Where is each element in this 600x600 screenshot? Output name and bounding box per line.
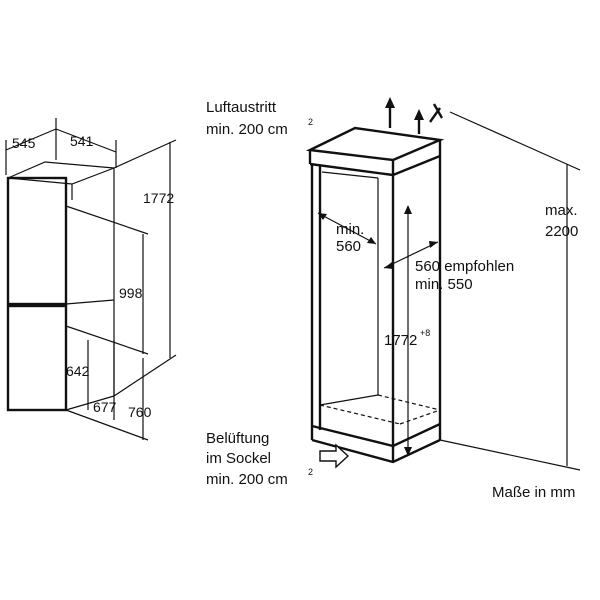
niche-base-back-left <box>319 394 379 406</box>
fridge-side-bottom-edge <box>65 395 115 411</box>
depth-body-dim-line <box>55 128 117 153</box>
depth-total-label: 545 <box>12 135 36 151</box>
height-lower-label: 677 <box>93 399 117 415</box>
height-base-label: 760 <box>128 404 152 420</box>
height-upper-label: 998 <box>119 285 143 301</box>
height-base-ext <box>65 409 149 441</box>
height-max-label-line1: max. <box>545 202 578 219</box>
height-max-ext-top <box>449 111 581 171</box>
fridge-top-face <box>7 161 115 185</box>
vent-label-line1: Belüftung <box>206 430 269 447</box>
air-outlet-label-line2: min. 200 cm <box>206 121 288 138</box>
depth-min-label-line2: 560 <box>336 238 361 255</box>
depth-body-label: 541 <box>70 133 94 149</box>
fridge-drawing: 545 541 1772 998 642 677 760 <box>5 118 177 441</box>
depth-min-label-line1: min. <box>336 221 364 238</box>
air-outlet-arrow-icon <box>385 97 444 134</box>
niche-top-face <box>305 126 445 162</box>
height-lower-door-label: 642 <box>66 363 90 379</box>
niche-base-dashed-2 <box>319 404 401 425</box>
height-min-label: 1772 <box>384 332 417 349</box>
height-upper-ext-top <box>65 205 149 235</box>
height-total-label: 1772 <box>143 190 174 206</box>
air-outlet-label-line1: Luftaustritt <box>206 99 277 116</box>
vent-label-sup: 2 <box>308 467 313 477</box>
fridge-lower-door <box>6 304 68 412</box>
height-upper-ext-bottom <box>65 325 149 355</box>
niche-base-dashed-3 <box>399 409 441 425</box>
vent-label-line3: min. 200 cm <box>206 471 288 488</box>
height-total-ext-bottom <box>113 354 177 397</box>
height-max-label-line2: 2200 <box>545 223 578 240</box>
niche-base-top <box>311 422 441 448</box>
air-outlet-label-sup: 2 <box>308 117 313 127</box>
niche-inner-top-edge <box>321 171 379 179</box>
fridge-door-gap <box>65 299 115 305</box>
units-note: Maße in mm <box>492 484 575 501</box>
height-min-tolerance: +8 <box>420 328 430 338</box>
niche-top-front-bottom <box>309 162 394 177</box>
height-total-ext-top <box>113 139 177 169</box>
depth-rec-label-line2: min. 550 <box>415 276 473 293</box>
depth-rec-dim-line <box>383 241 439 269</box>
depth-rec-label-line1: 560 empfohlen <box>415 258 514 275</box>
depth-total-dim-line <box>5 128 57 151</box>
niche-base-dashed-1 <box>377 394 441 411</box>
niche-top-side-bottom <box>392 154 441 177</box>
niche-drawing <box>305 97 581 471</box>
vent-label-line2: im Sockel <box>206 450 271 467</box>
fridge-upper-door <box>6 176 68 306</box>
height-max-ext-bottom <box>439 439 581 471</box>
depth-min-dim-line <box>317 212 377 245</box>
vent-inlet-arrow-icon <box>319 443 350 469</box>
